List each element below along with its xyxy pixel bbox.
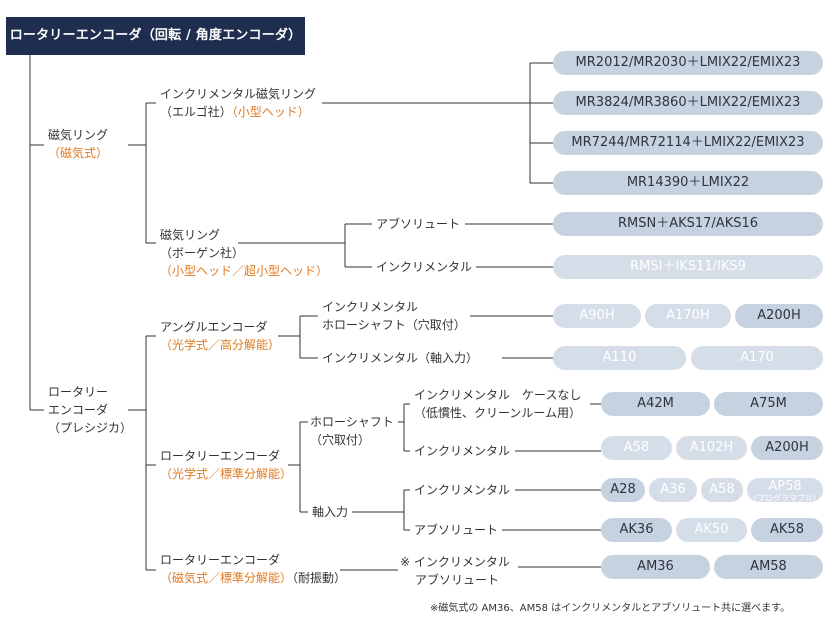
product-a42m[interactable]: A42M — [601, 392, 710, 416]
angle-hollow-shaft-line1: インクリメンタル — [322, 300, 419, 314]
bogen-absolute: アブソリュート — [376, 217, 461, 231]
branch-precision-line1: ロータリー — [48, 385, 109, 399]
product-mr7244[interactable]: MR7244/MR72114＋LMIX22/EMIX23 — [553, 131, 823, 155]
angle-encoder: アングルエンコーダ （光学式／高分解能） — [160, 318, 280, 354]
product-ak36[interactable]: AK36 — [601, 518, 672, 542]
bogen-magnetic-ring-title: 磁気リング — [160, 228, 221, 242]
product-a200h-hollow[interactable]: A200H — [751, 436, 823, 460]
product-ap58[interactable]: AP58 （プログラマブル） — [747, 478, 823, 503]
hollow-no-case: インクリメンタル ケースなし （低慣性、クリーンルーム用） — [414, 386, 581, 422]
bogen-magnetic-ring: 磁気リング （ボーゲン社） （小型ヘッド／超小型ヘッド） — [160, 226, 328, 280]
rotary-magnetic-type: （磁気式／標準分解能）（耐振動） — [160, 569, 346, 587]
branch-precision-line2: エンコーダ — [48, 403, 109, 417]
product-a110[interactable]: A110 — [553, 346, 686, 370]
hollow-shaft-mount: （穴取付） — [310, 433, 371, 447]
incremental-magnetic-ring-title: インクリメンタル磁気リング — [160, 87, 317, 101]
hollow-no-case-title: インクリメンタル ケースなし — [414, 388, 582, 402]
product-ak58[interactable]: AK58 — [751, 518, 823, 542]
product-mr2012[interactable]: MR2012/MR2030＋LMIX22/EMIX23 — [553, 51, 823, 75]
product-am58[interactable]: AM58 — [714, 555, 823, 579]
rotary-optical-type: （光学式／標準分解能） — [160, 467, 293, 481]
product-mr14390[interactable]: MR14390＋LMIX22 — [553, 171, 823, 195]
product-a170[interactable]: A170 — [691, 346, 823, 370]
shaft-absolute: アブソリュート — [414, 523, 499, 537]
hollow-incremental: インクリメンタル — [414, 444, 511, 458]
hollow-no-case-use: （低慣性、クリーンルーム用） — [414, 406, 582, 420]
rotary-magnetic-resolution: （磁気式／標準分解能） — [160, 571, 293, 585]
bogen-magnetic-ring-maker: （ボーゲン社） — [160, 246, 245, 260]
head-size: （小型ヘッド） — [231, 105, 310, 119]
magnetic-types-absolute: アブソリュート — [415, 573, 500, 587]
product-a102h[interactable]: A102H — [676, 436, 747, 460]
diagram-title: ロータリーエンコーダ（回転 / 角度エンコーダ） — [6, 17, 305, 55]
rotary-magnetic-title: ロータリーエンコーダ — [160, 553, 281, 567]
product-a75m[interactable]: A75M — [714, 392, 823, 416]
hollow-shaft-title: ホローシャフト — [310, 415, 394, 429]
product-a36[interactable]: A36 — [649, 478, 697, 502]
incremental-magnetic-ring: インクリメンタル磁気リング （エルゴ社）（小型ヘッド） — [160, 85, 316, 121]
product-mr3824[interactable]: MR3824/MR3860＋LMIX22/EMIX23 — [553, 91, 823, 115]
bogen-incremental: インクリメンタル — [376, 260, 473, 274]
bogen-magnetic-ring-head: （小型ヘッド／超小型ヘッド） — [160, 264, 329, 278]
magnetic-types: ※ インクリメンタル アブソリュート — [400, 553, 510, 589]
product-a170h[interactable]: A170H — [645, 304, 731, 328]
product-am36[interactable]: AM36 — [601, 555, 710, 579]
rotary-magnetic-vibration: （耐振動） — [292, 571, 347, 585]
maker-erugo: （エルゴ社） — [160, 105, 232, 119]
footnote: ※磁気式の AM36、AM58 はインクリメンタルとアブソリュート共に選べます。 — [430, 603, 791, 614]
product-a200h-angle[interactable]: A200H — [735, 304, 823, 328]
product-a58-shaft[interactable]: A58 — [701, 478, 743, 502]
incremental-magnetic-ring-maker: （エルゴ社）（小型ヘッド） — [160, 103, 316, 121]
branch-precision-line3: （プレシジカ） — [48, 421, 133, 435]
product-ap58-name: AP58 — [768, 479, 802, 494]
angle-encoder-type: （光学式／高分解能） — [160, 338, 281, 352]
product-a28[interactable]: A28 — [601, 478, 645, 502]
rotary-magnetic: ロータリーエンコーダ （磁気式／標準分解能）（耐振動） — [160, 551, 346, 587]
angle-hollow-shaft-line2: ホローシャフト（穴取付） — [322, 318, 466, 332]
branch-magnetic-title: 磁気リング — [48, 128, 109, 142]
product-a90h[interactable]: A90H — [553, 304, 641, 328]
product-a58-hollow[interactable]: A58 — [601, 436, 672, 460]
angle-hollow-shaft: インクリメンタル ホローシャフト（穴取付） — [322, 298, 466, 334]
branch-magnetic-type: （磁気式） — [48, 146, 109, 160]
branch-precision: ロータリー エンコーダ （プレシジカ） — [48, 383, 132, 437]
angle-encoder-title: アングルエンコーダ — [160, 320, 268, 334]
product-ak50[interactable]: AK50 — [676, 518, 747, 542]
product-rmsi[interactable]: RMSI＋IKS11/IKS9 — [553, 255, 823, 279]
product-rmsn[interactable]: RMSN＋AKS17/AKS16 — [553, 212, 823, 236]
hollow-shaft: ホローシャフト （穴取付） — [310, 413, 394, 449]
shaft-incremental: インクリメンタル — [414, 483, 511, 497]
rotary-optical-title: ロータリーエンコーダ — [160, 449, 281, 463]
product-ap58-sub: （プログラマブル） — [749, 494, 821, 503]
rotary-optical: ロータリーエンコーダ （光学式／標準分解能） — [160, 447, 292, 483]
shaft-input: 軸入力 — [312, 505, 349, 519]
branch-magnetic: 磁気リング （磁気式） — [48, 126, 108, 162]
magnetic-types-incremental: ※ インクリメンタル — [400, 555, 510, 569]
angle-shaft-input: インクリメンタル（軸入力） — [322, 351, 479, 365]
